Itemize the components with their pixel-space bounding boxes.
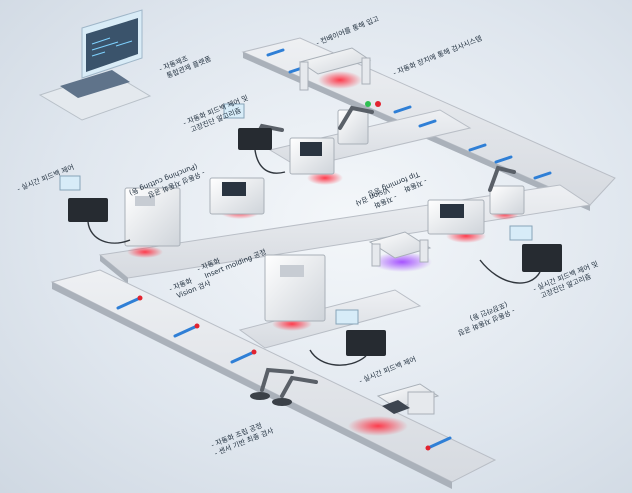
control-console [38,9,152,121]
machine-punching [209,177,265,219]
robot-bases [250,392,292,406]
controller-right [509,225,562,272]
machine-tip-vision [427,199,486,243]
tip-forming-uv-station [368,231,432,272]
parts-bottom-belt [116,296,452,450]
machine-left-mold [124,187,181,258]
machine-insert-molding [264,254,326,331]
controller-left [59,175,108,222]
controller-center [335,309,386,356]
machine-right-end [489,185,525,220]
machine-vision-top [289,137,343,185]
parts-red-markers [137,295,431,451]
scanner-gate-top [298,47,372,91]
controller-top [223,103,272,150]
cables [87,149,541,366]
scanner-gate-bottom [348,383,440,436]
conveyor-lower-connector [238,289,422,349]
